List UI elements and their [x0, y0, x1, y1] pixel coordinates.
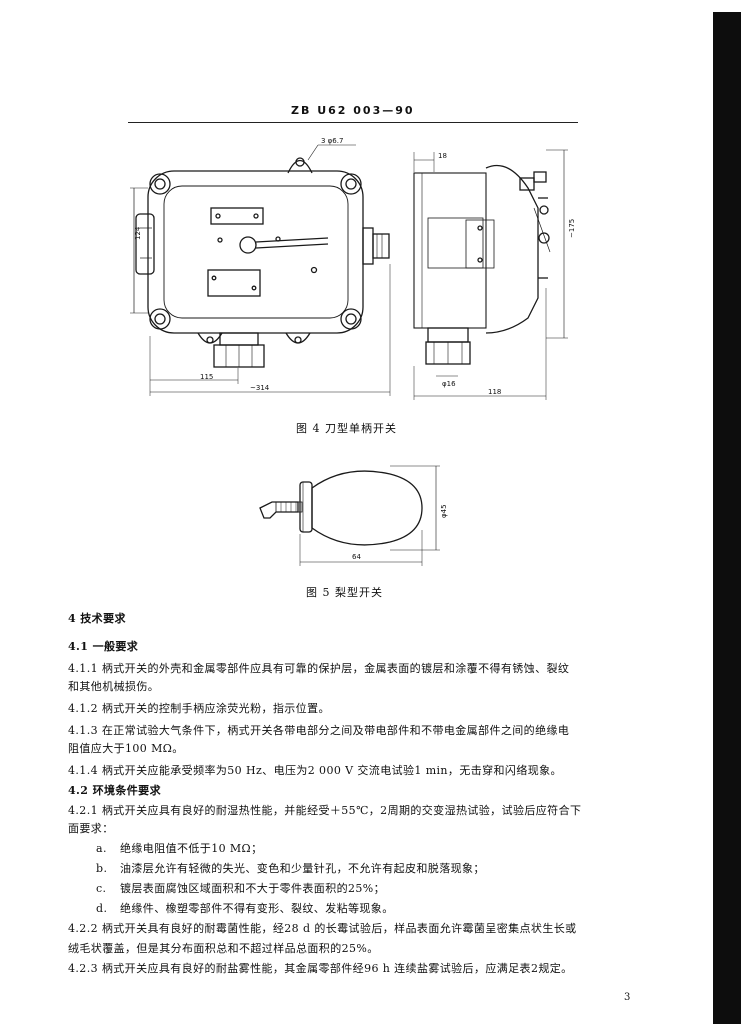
dim-115: 115 [200, 373, 213, 381]
para-4-1-3-line1: 4.1.3 在正常试验大气条件下，柄式开关各带电部分之间及带电部件和不带电金属部… [68, 724, 570, 737]
list-item-key: c. [96, 882, 107, 895]
para-4-2-3: 4.2.3 柄式开关应具有良好的耐盐雾性能，其金属零部件经96 h 连续盐雾试验… [68, 962, 573, 975]
para-4-2-1-line2: 面要求： [68, 822, 114, 835]
para-4-1-1-line2: 和其他机械损伤。 [68, 680, 160, 693]
list-item-text: 镀层表面腐蚀区域面积和不大于零件表面积的25%； [120, 882, 386, 895]
dim-d16: φ16 [442, 380, 456, 388]
dim-314: ~314 [250, 384, 270, 392]
para-4-1-4: 4.1.4 柄式开关应能承受频率为50 Hz、电压为2 000 V 交流电试验1… [68, 764, 562, 777]
section-4-heading: 4 技术要求 [68, 612, 126, 625]
list-item-key: a. [96, 842, 107, 855]
page-header: ZB U62 003—90 [291, 104, 415, 117]
list-item-text: 绝缘件、橡塑零部件不得有变形、裂纹、发粘等现象。 [120, 902, 394, 915]
page-number: 3 [624, 992, 631, 1003]
dim-124: 124 [134, 226, 142, 240]
dim-175: ~175 [568, 219, 576, 238]
list-item-key: d. [96, 902, 108, 915]
figure-5-drawing: φ45 64 [250, 460, 460, 570]
para-4-2-2-line1: 4.2.2 柄式开关具有良好的耐霉菌性能，经28 d 的长霉试验后，样品表面允许… [68, 922, 577, 935]
list-item-text: 油漆层允许有轻微的失光、变色和少量针孔，不允许有起皮和脱落现象； [120, 862, 485, 875]
scan-spine-shadow [713, 12, 741, 1024]
figure-5-caption: 图 5 梨型开关 [306, 586, 383, 599]
list-item-key: b. [96, 862, 108, 875]
para-4-2-1-line1: 4.2.1 柄式开关应具有良好的耐湿热性能，并能经受＋55℃，2周期的交变湿热试… [68, 804, 582, 817]
figure-4-caption: 图 4 刀型单柄开关 [296, 422, 397, 435]
dim-18: 18 [438, 152, 447, 160]
list-item-text: 绝缘电阻值不低于10 MΩ； [120, 842, 263, 855]
para-4-1-2: 4.1.2 柄式开关的控制手柄应涂荧光粉，指示位置。 [68, 702, 330, 715]
dim-118: 118 [488, 388, 501, 396]
para-4-1-1-line1: 4.1.1 柄式开关的外壳和金属零部件应具有可靠的保护层，金属表面的镀层和涂覆不… [68, 662, 570, 675]
section-4-1-heading: 4.1 一般要求 [68, 640, 139, 653]
header-rule [128, 122, 578, 123]
para-4-1-3-line2: 阻值应大于100 MΩ。 [68, 742, 184, 755]
dim-hole-dia: 3 φ6.7 [321, 137, 343, 145]
dim-64: 64 [352, 553, 361, 561]
para-4-2-2-line2: 绒毛状覆盖，但是其分布面积总和不超过样品总面积的25%。 [68, 942, 379, 955]
section-4-2-heading: 4.2 环境条件要求 [68, 784, 161, 797]
figure-4-drawing: 124 3 φ6.7 115 ~314 [128, 128, 578, 418]
dim-d45: φ45 [440, 504, 448, 518]
